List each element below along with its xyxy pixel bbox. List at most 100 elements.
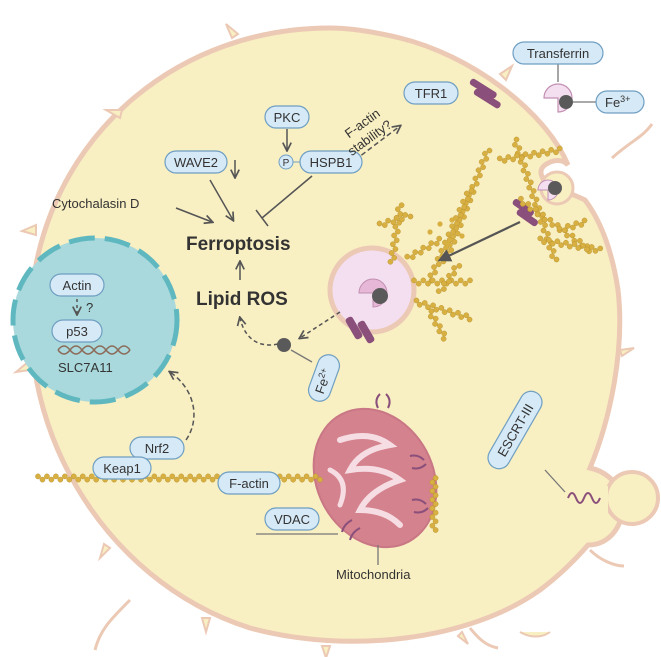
actin-bead: [461, 204, 467, 210]
fe3-superscript: 3+: [620, 94, 630, 104]
actin-bead: [429, 277, 436, 284]
actin-bead: [79, 473, 86, 480]
nucleus: [10, 235, 180, 405]
actin-bead: [564, 232, 570, 239]
actin-bead: [391, 255, 397, 261]
actin-bead: [281, 476, 287, 483]
actin-bead: [191, 476, 198, 483]
fe3-box: Fe3+: [595, 90, 645, 114]
actin-bead: [438, 305, 445, 311]
actin-bead: [425, 304, 431, 311]
actin-bead: [505, 154, 512, 160]
actin-monomer: [459, 233, 465, 239]
actin-bead: [512, 141, 518, 148]
actin-bead: [525, 170, 531, 177]
actin-bead: [463, 312, 470, 319]
actin-bead: [597, 245, 604, 252]
actin-bead: [169, 473, 176, 480]
fe2-box: Fe2+: [307, 354, 341, 402]
vdac-label: VDAC: [274, 512, 310, 527]
nrf2-label: Nrf2: [145, 441, 170, 456]
actin-bead: [395, 206, 401, 212]
actin-bead: [393, 237, 400, 244]
actin-bead: [381, 222, 388, 228]
escrt-coil: [567, 492, 601, 504]
actin-bead: [182, 476, 189, 483]
actin-bead: [532, 206, 539, 213]
actin-bead: [556, 145, 563, 152]
actin-bead: [592, 248, 599, 254]
actin-bead: [437, 323, 443, 329]
actin-bead: [151, 473, 158, 480]
actin-bead: [536, 152, 542, 158]
actin-bead: [561, 227, 568, 233]
actin-bead: [496, 155, 503, 162]
actin-bead: [463, 190, 470, 197]
actin-bead: [441, 280, 447, 287]
actin-bead: [71, 473, 77, 480]
actin-bead: [425, 245, 432, 251]
actin-bead: [44, 473, 50, 480]
factin-label: F-actin: [229, 476, 269, 491]
actin-bead: [432, 492, 439, 499]
p53-label: p53: [66, 324, 88, 339]
actin-bead: [312, 473, 319, 480]
membrane-bleb: [544, 469, 660, 526]
actin-bead: [460, 198, 466, 205]
cytochalasin-label: Cytochalasin D: [52, 196, 139, 211]
actin-bead: [178, 473, 185, 480]
actin-bead: [465, 196, 471, 202]
actin-bead: [385, 217, 391, 224]
actin-bead: [66, 476, 73, 483]
actin-bead: [472, 175, 479, 182]
actin-bead: [308, 476, 314, 483]
actin-bead: [88, 473, 95, 480]
membrane-protrusion: [468, 627, 499, 650]
actin-bead: [456, 207, 463, 213]
arrow-factin-stability: [354, 126, 400, 161]
actin-bead: [427, 313, 434, 320]
actin-bead: [435, 261, 442, 268]
actin-bead: [435, 288, 442, 294]
actin-bead: [513, 136, 520, 143]
tfr1-box: TFR1: [403, 81, 459, 105]
actin-bead: [433, 240, 440, 247]
actin-bead: [520, 167, 527, 174]
actin-bead: [516, 145, 523, 151]
mitochondrion: [312, 407, 438, 565]
actin-bead: [429, 522, 436, 529]
actin-bead: [429, 479, 436, 486]
actin-bead: [540, 227, 547, 234]
actin-bead: [549, 222, 556, 228]
actin-bead: [417, 249, 424, 256]
actin-bead: [530, 188, 537, 194]
actin-bead: [584, 246, 590, 253]
actin-bead: [303, 473, 310, 480]
actin-bead: [420, 277, 427, 284]
arrow-internalization: [437, 221, 521, 262]
actin-bead: [416, 301, 423, 308]
actin-bead: [415, 280, 422, 287]
actin-bead: [187, 473, 193, 480]
svg-text:Fe2+: Fe2+: [311, 366, 335, 395]
phospho-label: P: [283, 158, 290, 169]
actin-bead: [547, 216, 554, 223]
actin-bead: [518, 195, 524, 202]
arrow-fe2-lipid-ros: [240, 318, 279, 346]
actin-bead: [413, 297, 420, 304]
actin-bead: [554, 238, 561, 245]
actin-bead: [376, 220, 383, 227]
actin-bead: [456, 263, 463, 269]
actin-bead: [462, 280, 469, 287]
actin-bead: [468, 187, 475, 194]
actin-bead: [542, 222, 548, 229]
actin-bead: [428, 308, 435, 315]
actin-bead: [196, 473, 202, 480]
fe3-label: Fe: [605, 95, 620, 110]
factin-box: F-actin: [217, 471, 281, 495]
actin-bead: [565, 223, 571, 229]
actin-bead: [420, 244, 427, 251]
actin-monomer: [427, 229, 433, 235]
actin-bead: [527, 153, 534, 160]
